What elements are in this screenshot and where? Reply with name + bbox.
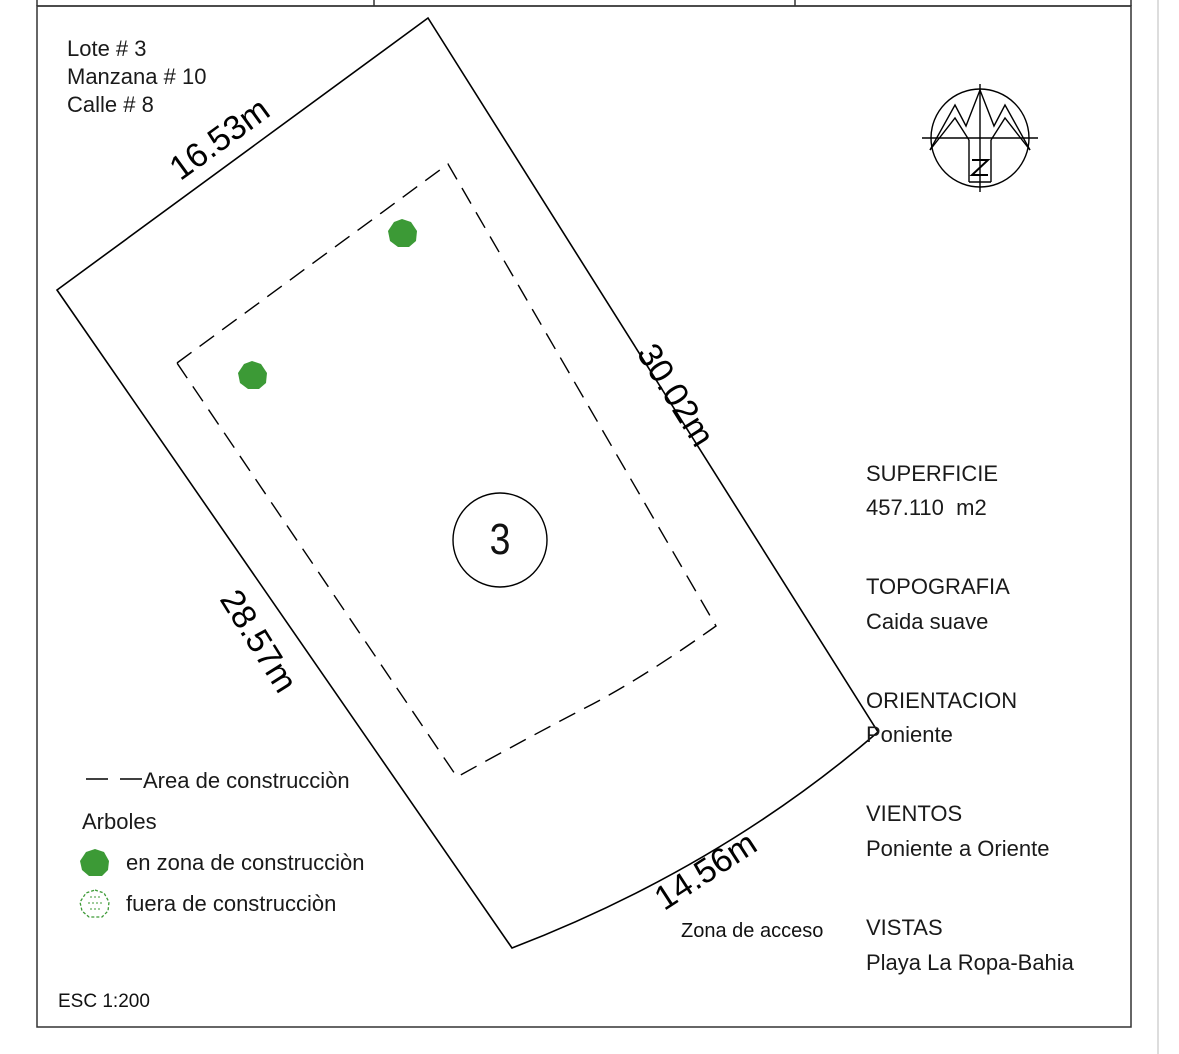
legend-tree-outside-icon: [79, 889, 110, 918]
lot-label: Lote # 3: [67, 36, 147, 61]
construction-area-outline: [176, 162, 717, 778]
lot-number-circle: [452, 492, 548, 588]
info-value: Poniente a Oriente: [866, 836, 1050, 861]
info-value: Poniente: [866, 722, 953, 747]
street-label: Calle # 8: [67, 92, 154, 117]
block-label: Manzana # 10: [67, 64, 207, 89]
sheet-frame: [36, 5, 1132, 1028]
tree-marker: [238, 361, 267, 389]
info-label: VIENTOS: [866, 801, 963, 826]
legend-construction-area: Area de construcciòn: [143, 768, 350, 793]
north-arrow-icon: [922, 84, 1038, 192]
legend-tree-inside-icon: [80, 849, 109, 876]
info-value: 457.110 m2: [866, 495, 987, 520]
info-value: Caida suave: [866, 609, 989, 634]
tree-marker: [388, 219, 417, 247]
info-label: SUPERFICIE: [866, 461, 999, 486]
lot-boundary: [55, 16, 880, 949]
title-block-strip: [36, 0, 1132, 7]
info-label: ORIENTACION: [866, 688, 1018, 713]
info-label: VISTAS: [866, 915, 943, 940]
legend-tree-inside: en zona de construcciòn: [126, 850, 365, 875]
legend-tree-outside: fuera de construcciòn: [126, 891, 337, 916]
info-value: Playa La Ropa-Bahia: [866, 950, 1074, 975]
legend-trees-title: Arboles: [82, 809, 157, 834]
lot-number: 3: [489, 515, 511, 564]
scale-label: ESC 1:200: [58, 991, 150, 1012]
info-label: TOPOGRAFIA: [866, 574, 1010, 599]
access-zone-label: Zona de acceso: [681, 920, 824, 942]
